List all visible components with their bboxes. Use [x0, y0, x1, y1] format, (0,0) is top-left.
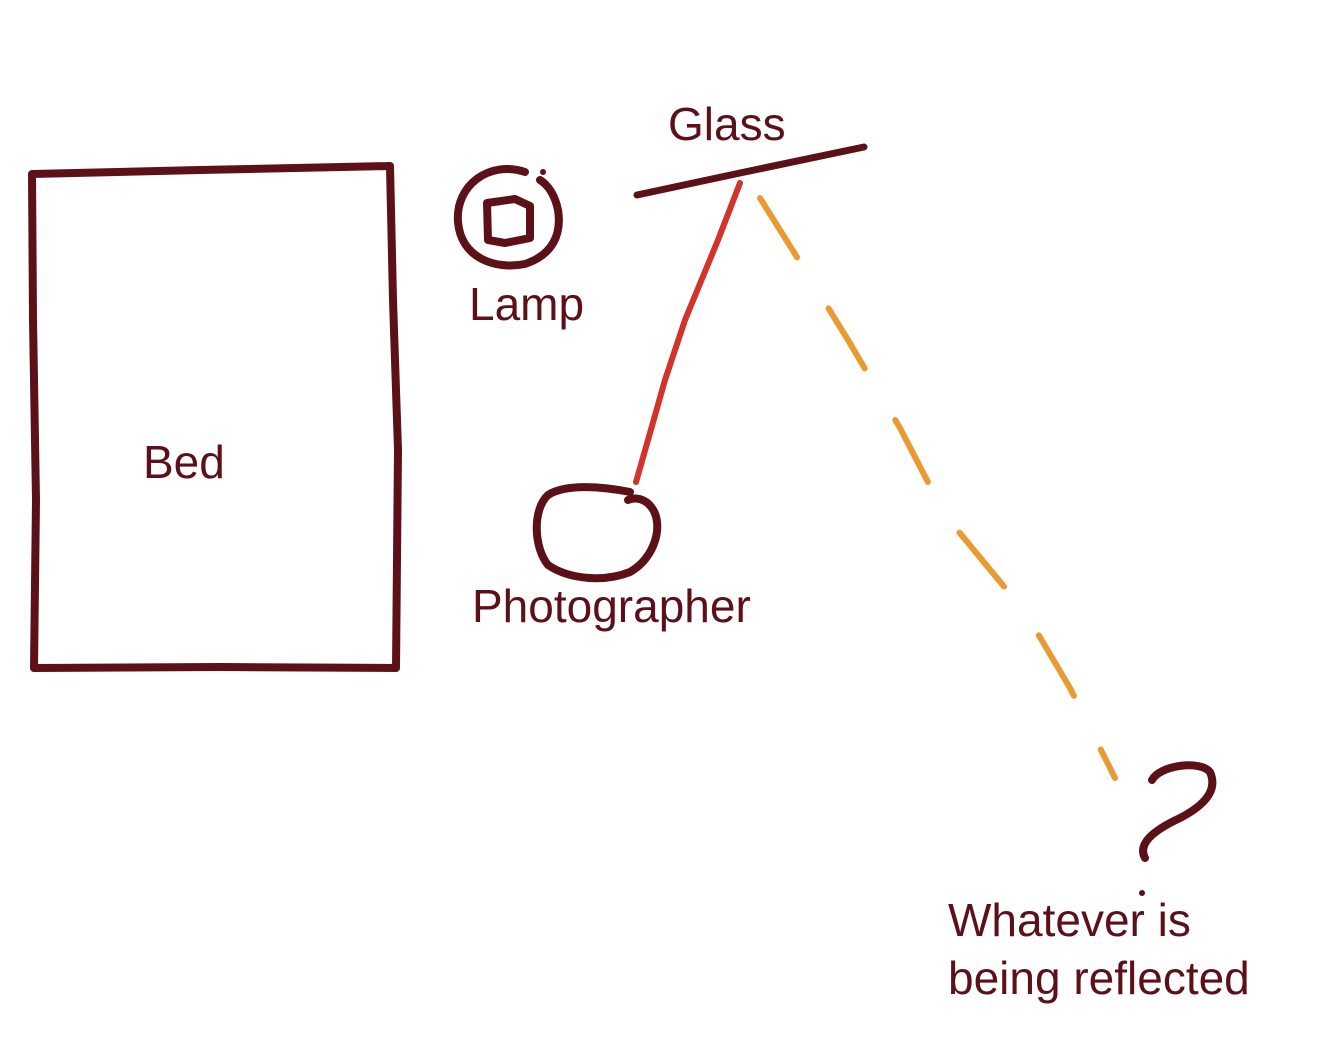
reflection-dashed-line — [757, 195, 1118, 781]
glass-line — [633, 143, 868, 199]
glass-label: Glass — [668, 98, 786, 150]
question-mark-dot — [1139, 890, 1145, 896]
reflected-label-line2: being reflected — [948, 952, 1250, 1004]
lamp-label: Lamp — [469, 278, 584, 330]
lamp-outer-circle — [453, 164, 563, 270]
sightline-photographer-to-glass — [633, 180, 743, 485]
reflected-label-line1: Whatever is — [948, 894, 1191, 946]
question-mark-icon — [1139, 761, 1217, 862]
photographer-label: Photographer — [472, 580, 751, 632]
bed-label: Bed — [143, 436, 225, 488]
lamp-inner-square — [483, 195, 534, 247]
photographer-circle — [532, 483, 662, 583]
lamp-dot — [540, 169, 546, 175]
bed-shape — [28, 162, 402, 672]
